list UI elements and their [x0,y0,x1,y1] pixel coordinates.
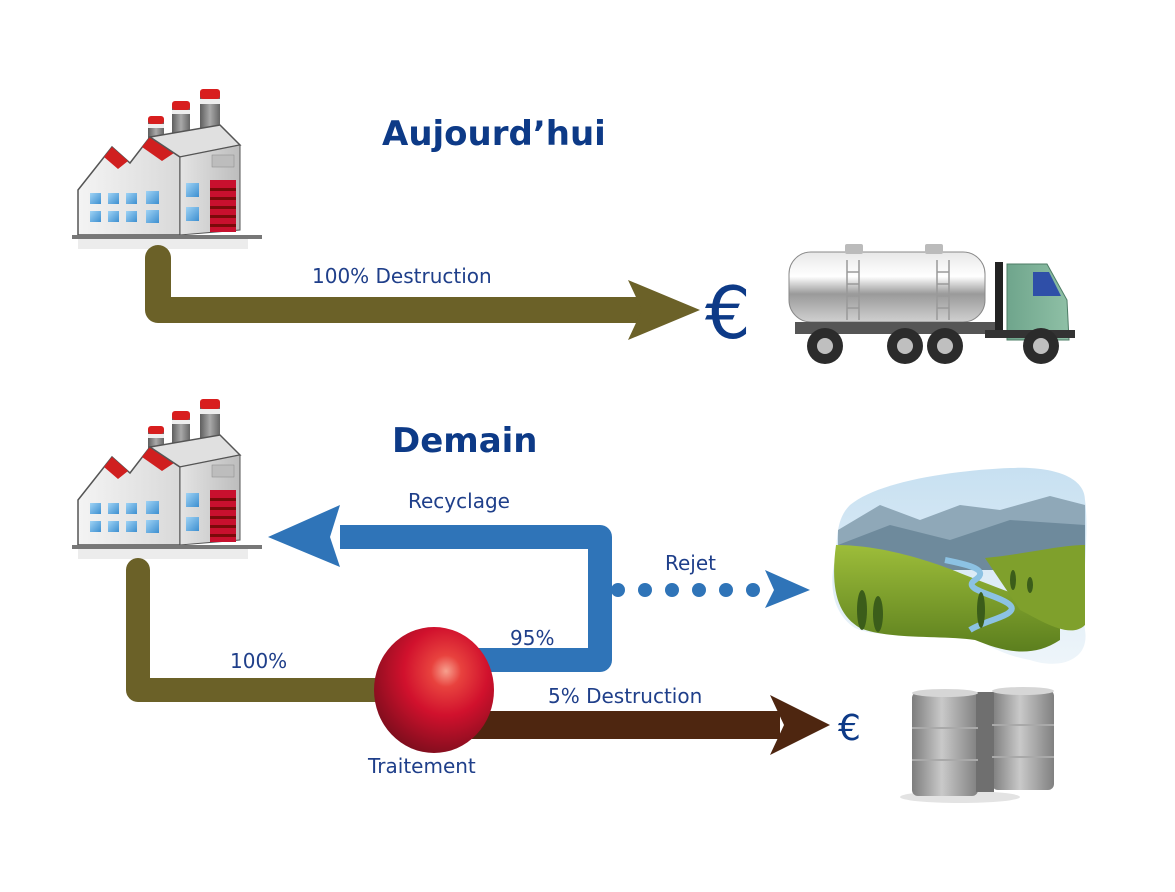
flow-label-today: 100% Destruction [312,264,492,288]
discharge-arrow [611,570,810,608]
recycle-share-label: 95% [510,626,554,650]
discharge-label: Rejet [665,551,716,575]
tanker-truck-icon [788,244,1075,364]
river-landscape-icon [832,467,1087,664]
destruction-arrow-tomorrow [460,695,830,755]
recycle-label: Recyclage [408,489,510,513]
euro-icon-tomorrow: € [838,708,861,749]
oil-barrels-icon [900,687,1054,803]
treatment-label: Traitement [367,754,476,778]
euro-icon-today: € [705,271,751,355]
section-title-tomorrow: Demain [392,421,538,461]
section-title-today: Aujourd’hui [382,114,606,154]
input-flow-arrow [126,558,412,702]
factory-icon-tomorrow [72,399,262,559]
factory-icon-today [72,89,262,249]
input-flow-label: 100% [230,649,287,673]
recycle-arrow [268,505,612,672]
destruction-arrow-today [145,245,700,340]
destruction-label-tomorrow: 5% Destruction [548,684,702,708]
treatment-sphere-icon [374,627,494,753]
